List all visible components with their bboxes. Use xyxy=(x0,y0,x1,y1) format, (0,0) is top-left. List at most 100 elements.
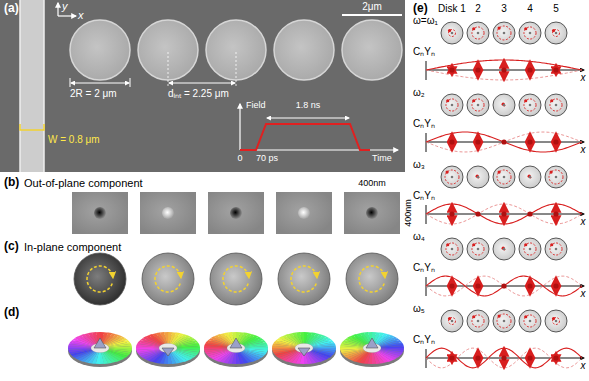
node-dot xyxy=(501,139,506,144)
inset-axis xyxy=(239,104,240,150)
xmcd-image xyxy=(208,192,264,234)
node-dot xyxy=(553,211,558,216)
dimension-tick xyxy=(130,78,131,87)
magnetization-sector xyxy=(381,346,404,348)
disk-symbol xyxy=(519,166,541,188)
out-of-plane-images xyxy=(72,192,400,234)
circulation-arrow xyxy=(223,266,249,292)
magnetization-sector xyxy=(108,342,131,347)
axis-label: x xyxy=(580,72,587,84)
magnetization-sector xyxy=(245,346,268,348)
magnetization-sector xyxy=(164,332,168,344)
node-dot xyxy=(475,283,480,288)
frequency-label: ω₃ xyxy=(413,159,425,171)
core-orbit xyxy=(524,27,536,39)
core-dot xyxy=(524,27,527,30)
disk-symbol xyxy=(545,166,567,188)
core-dot xyxy=(446,243,449,246)
core-dot xyxy=(448,29,451,32)
vortex-disk xyxy=(68,332,132,364)
core-orbit xyxy=(524,99,536,111)
axis-label: y xyxy=(62,0,68,13)
core-orbit xyxy=(524,315,536,327)
center-dot xyxy=(451,320,454,323)
xmcd-image xyxy=(344,192,400,234)
disk-symbol xyxy=(519,238,541,260)
dimension-tick xyxy=(168,52,169,87)
center-dot xyxy=(529,320,532,323)
core-orbit xyxy=(553,30,560,37)
node-dot xyxy=(553,67,558,72)
core-dot xyxy=(552,317,555,320)
magnetization-sector xyxy=(109,346,132,348)
magnetization-sector xyxy=(69,349,92,354)
node-dot xyxy=(527,67,532,72)
magnetization-sector xyxy=(245,344,268,348)
center-dot xyxy=(529,32,532,35)
core-orbit xyxy=(446,243,458,255)
magnetization-sector xyxy=(137,349,160,354)
panel-label: (d) xyxy=(4,306,19,320)
standing-wave xyxy=(426,348,582,368)
amplitude-label: CₙYₙ xyxy=(413,46,435,58)
magnetization-sector xyxy=(109,344,132,348)
scale-label: 2μm xyxy=(362,1,382,13)
disk-symbol xyxy=(519,94,541,116)
disk-symbol xyxy=(441,310,463,332)
magnetization-sector xyxy=(177,344,200,348)
core-dot xyxy=(502,103,505,106)
node-dot xyxy=(553,355,558,360)
panel-label: (e) xyxy=(413,2,428,16)
axis-tick-label: 0 xyxy=(237,153,242,163)
center-dot xyxy=(451,32,454,35)
magnetization-sector xyxy=(272,348,295,350)
core-orbit xyxy=(524,243,536,255)
scale-bar xyxy=(342,14,402,16)
core-dot xyxy=(498,171,501,174)
disk-symbol xyxy=(467,310,489,332)
amplitude-label: CₙYₙ xyxy=(413,334,435,346)
core-orbit xyxy=(472,315,484,327)
magnetization-sector xyxy=(205,349,228,354)
stripline-edge xyxy=(43,0,45,172)
standing-wave-mirror xyxy=(426,276,582,296)
xmcd-disk xyxy=(142,253,194,305)
node-dot xyxy=(527,355,532,360)
center-dot xyxy=(451,248,454,251)
magnetization-sector xyxy=(68,348,91,350)
vortex-core xyxy=(94,207,106,219)
dimension-label: W = 0.8 μm xyxy=(48,134,100,146)
xmcd-disk xyxy=(74,253,126,305)
column-header: 2 xyxy=(475,3,481,15)
magnetization-sector xyxy=(136,348,159,350)
center-dot xyxy=(503,248,506,251)
standing-wave xyxy=(426,132,582,152)
xmcd-disk xyxy=(278,253,330,305)
vortex-core-cone xyxy=(298,348,310,356)
axis-label: x xyxy=(78,9,84,22)
magnetization-sector xyxy=(100,352,104,364)
disk-side xyxy=(68,335,132,367)
magnetization-sector xyxy=(340,348,363,350)
node-dot xyxy=(449,283,454,288)
center-dot xyxy=(503,176,506,179)
node-dot xyxy=(449,355,454,360)
dimension-line xyxy=(169,83,235,84)
magnetization-sector xyxy=(177,346,200,348)
center-dot xyxy=(477,248,480,251)
magnetization-sector xyxy=(136,349,159,353)
axis-label: x xyxy=(580,216,587,228)
scale-label: 400nm xyxy=(358,178,386,188)
core-dot xyxy=(524,243,527,246)
magnetization-sector xyxy=(340,349,363,353)
vortex-core xyxy=(298,207,310,219)
scale-label: 400nm xyxy=(403,199,413,227)
magnetization-sector xyxy=(176,342,199,347)
vortex-core xyxy=(162,207,174,219)
center-dot xyxy=(451,176,454,179)
vortex-disk xyxy=(204,332,268,364)
core-orbit xyxy=(550,243,562,255)
column-header: 5 xyxy=(553,3,559,15)
vortex-core-cone xyxy=(230,338,242,348)
magnetization-sector xyxy=(272,349,295,353)
